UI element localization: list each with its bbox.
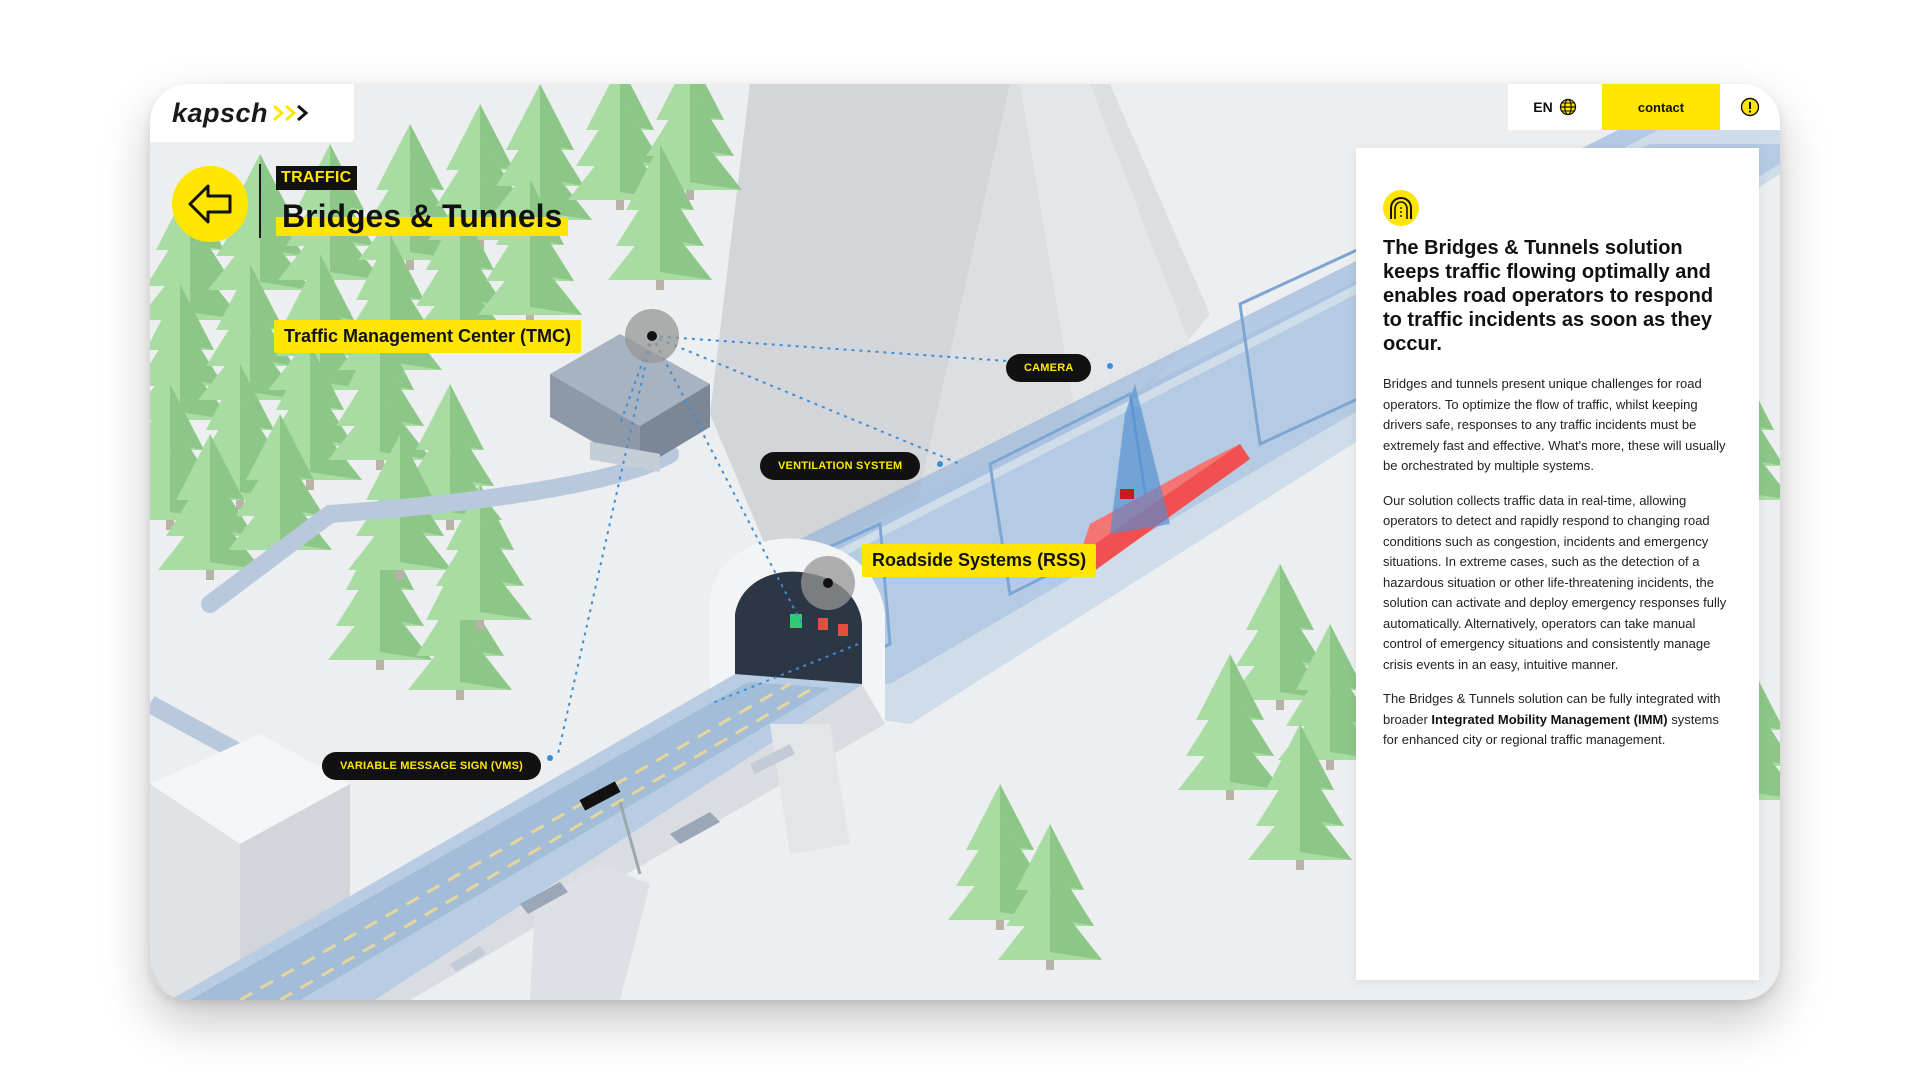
app-frame: kapsch TRAFFIC Bridges & Tunnels Traffic… (150, 84, 1780, 1000)
panel-badge (1383, 190, 1419, 226)
hotspot-tmc[interactable] (625, 309, 679, 363)
label-tmc[interactable]: Traffic Management Center (TMC) (274, 320, 582, 353)
logo-wordmark: kapsch (172, 97, 269, 128)
panel-paragraph-2: Our solution collects traffic data in re… (1383, 492, 1727, 672)
hotspot-rss[interactable] (801, 556, 855, 610)
page-title: Bridges & Tunnels (276, 196, 569, 236)
info-panel: The Bridges & Tunnels solution keeps tra… (1356, 148, 1759, 980)
globe-icon (1559, 98, 1576, 116)
language-label: EN (1533, 99, 1553, 115)
alert-button[interactable] (1720, 84, 1780, 130)
panel-paragraph-3: The Bridges & Tunnels solution can be fu… (1383, 689, 1729, 751)
imm-link-text: Integrated Mobility Management (IMM) (1431, 711, 1668, 727)
alert-icon (1740, 97, 1760, 117)
label-vms[interactable]: VARIABLE MESSAGE SIGN (VMS) (322, 752, 542, 780)
kapsch-logo[interactable]: kapsch (150, 84, 354, 142)
category-tag: TRAFFIC (276, 166, 357, 190)
label-ventilation-system[interactable]: VENTILATION SYSTEM (760, 452, 921, 480)
language-selector[interactable]: EN (1508, 84, 1602, 130)
p3-text-before: The Bridges & Tunnels solution can be fu… (1383, 691, 1721, 727)
kapsch-chevrons-icon (273, 104, 309, 122)
back-button[interactable] (172, 166, 248, 242)
p3-text-after: systems for enhanced city or regional tr… (1383, 711, 1719, 748)
title-separator (259, 164, 261, 238)
label-camera[interactable]: CAMERA (1006, 354, 1092, 382)
panel-heading: The Bridges & Tunnels solution keeps tra… (1383, 237, 1714, 355)
label-rss[interactable]: Roadside Systems (RSS) (862, 544, 1097, 577)
panel-paragraph-1: Bridges and tunnels present unique chall… (1383, 376, 1726, 473)
back-arrow-icon (188, 184, 232, 224)
contact-button[interactable]: contact (1602, 84, 1720, 130)
top-nav: EN contact (1508, 84, 1780, 130)
tunnel-icon (1390, 196, 1412, 219)
